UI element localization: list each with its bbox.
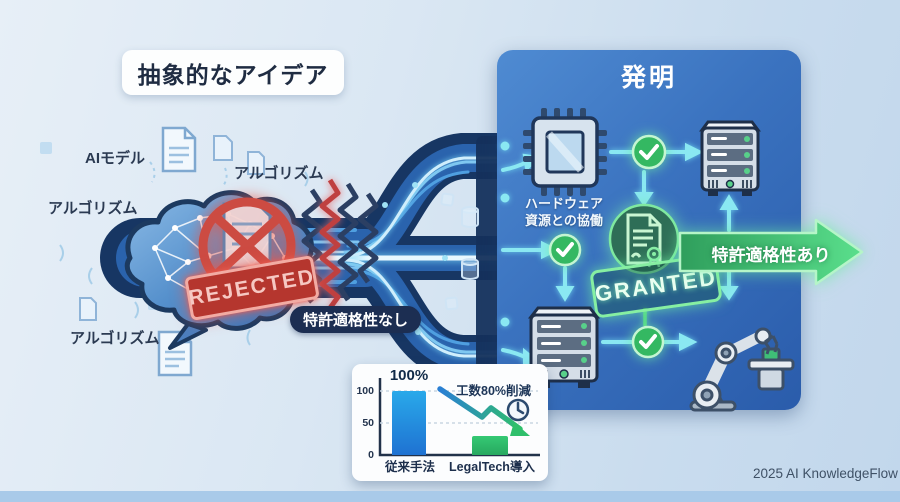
peak-value-label: 100% [389,367,429,384]
robot-arm-icon [689,327,795,412]
clock-icon [506,398,530,422]
panel-title: 発明 [620,64,677,92]
abstract-idea-title: 抽象的なアイデア [122,50,344,95]
bar-traditional [392,391,426,455]
ytick-50: 50 [362,417,374,429]
server-icon [699,120,761,196]
bottom-bar [0,491,900,502]
check-icon [631,134,667,170]
cube-icon [440,192,459,311]
certificate-icon [608,203,680,275]
bar-legaltech [472,435,508,455]
document-icon [79,297,97,321]
invention-panel: 発明 [497,50,801,412]
server-icon [527,306,601,388]
document-icon [247,151,265,175]
hardware-note: ハードウェア 資源との協働 [525,196,604,228]
check-icon [548,233,582,267]
patent-eligible-arrow [678,218,864,286]
category-traditional: 従来手法 [384,460,435,474]
document-icon [213,135,233,161]
patent-eligible-label: 特許適格性あり [711,246,831,265]
database-icon [461,206,479,280]
document-icon [161,126,197,173]
no-eligibility-badge: 特許適格性なし [290,306,422,333]
label-algorithm-left: アルゴリズム [48,200,138,217]
cpu-chip-icon [523,108,607,196]
effort-reduction-label: 工数80%削減 [456,384,532,398]
cube-icon [40,142,52,154]
ytick-100: 100 [356,385,374,397]
label-algorithm-bottom: アルゴリズム [70,330,160,347]
footer-credit: 2025 AI KnowledgeFlow [753,466,898,481]
decline-arrow-icon [437,386,530,436]
spark-marks [59,161,309,346]
chart-card: 100 50 0 100% 工数80%削減 従来手法 LegalTech導入 [352,364,548,481]
label-algorithm-top: アルゴリズム [234,165,324,182]
category-legaltech: LegalTech導入 [449,460,535,474]
ytick-0: 0 [368,449,374,461]
check-icon [631,325,665,359]
label-ai-model: AIモデル [85,150,146,167]
flow-manifold [476,136,502,376]
